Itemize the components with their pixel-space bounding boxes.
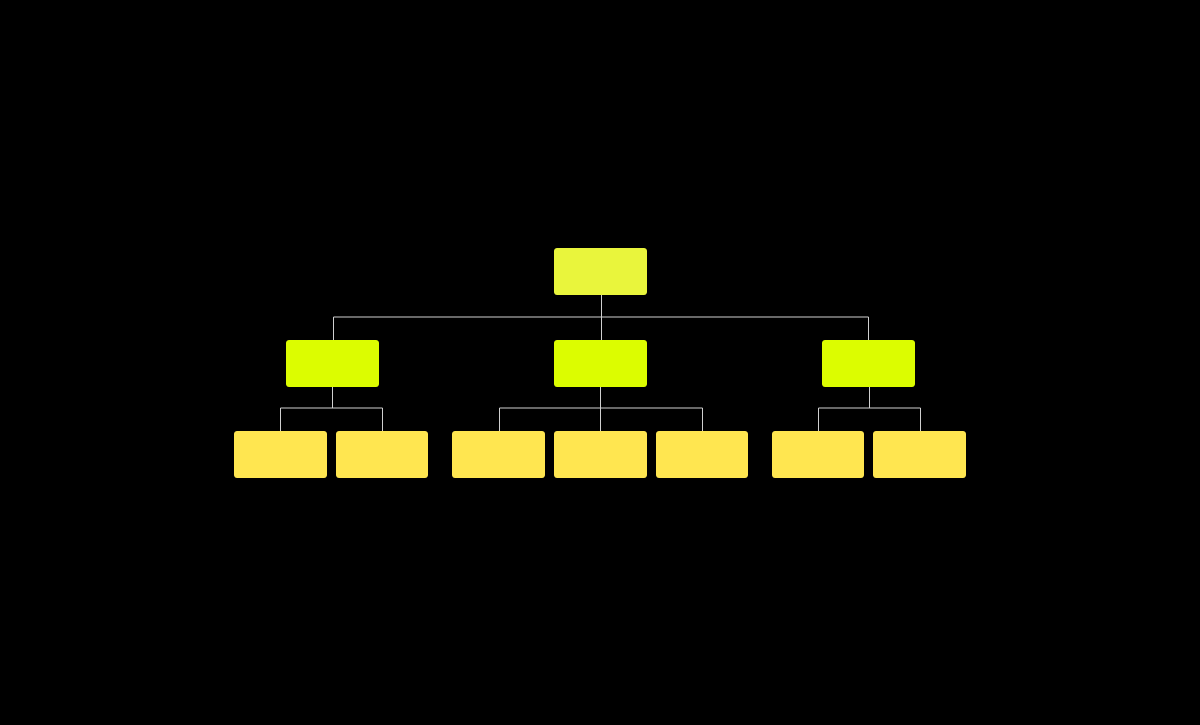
level2-node-1-2[interactable] xyxy=(336,431,428,478)
level1-node-2[interactable] xyxy=(554,340,647,387)
level1-node-1[interactable] xyxy=(286,340,379,387)
level2-node-2-1[interactable] xyxy=(452,431,545,478)
level2-node-1-1[interactable] xyxy=(234,431,327,478)
level1-node-3[interactable] xyxy=(822,340,915,387)
level2-node-3-2[interactable] xyxy=(873,431,966,478)
level2-node-2-2[interactable] xyxy=(554,431,647,478)
root-node[interactable] xyxy=(554,248,647,295)
level2-node-3-1[interactable] xyxy=(772,431,864,478)
level2-node-2-3[interactable] xyxy=(656,431,748,478)
